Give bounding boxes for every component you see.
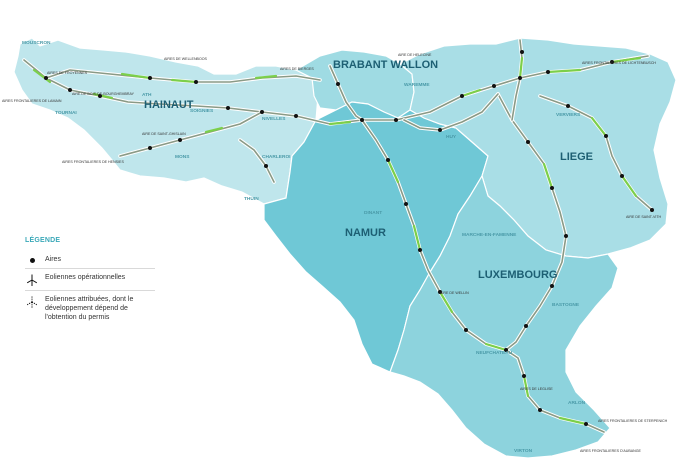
aire-marker <box>98 94 102 98</box>
aire-label: AIRE DE HELECINE <box>398 53 432 57</box>
motorway-e42-liege-namur <box>403 93 499 131</box>
province-label-liege: LIEGE <box>560 151 593 163</box>
region-label: VERVIERS <box>556 112 581 118</box>
aire-label: AIRES DE WELLENBOOS <box>164 57 208 61</box>
region-label: ARLON <box>568 400 586 406</box>
aire-label: AIRES FRONTALIERES DE LICHTENBUSCH <box>582 61 656 65</box>
region-label: THUIN <box>244 196 259 202</box>
region-label: TOURNAI <box>55 110 77 116</box>
wind-turbine-icon <box>26 274 38 286</box>
aire-marker <box>566 104 570 108</box>
aire-labels: AIRES DE FROYENNES AIRES FRONTALIERES DE… <box>2 53 668 453</box>
legend-label: Aires <box>45 256 61 263</box>
aire-marker <box>386 158 390 162</box>
aire-marker <box>610 60 614 64</box>
aire-label: AIRES DE FROYENNES <box>47 71 88 75</box>
region-label: MOUSCRON <box>22 40 51 46</box>
aire-marker <box>584 422 588 426</box>
aire-label: AIRE DE SAINT-VITH <box>626 215 662 219</box>
aire-marker <box>460 94 464 98</box>
aire-marker <box>260 110 264 114</box>
aire-marker <box>226 106 230 110</box>
aire-marker <box>418 248 422 252</box>
aire-marker <box>264 164 268 168</box>
aire-label: AIRES FRONTALIERES DE HENSIES <box>62 160 124 164</box>
region-label: NIVELLES <box>262 116 286 122</box>
aire-marker <box>522 374 526 378</box>
region-label: VIRTON <box>514 448 533 454</box>
aire-marker <box>550 186 554 190</box>
province-label-namur: NAMUR <box>345 227 386 239</box>
region-label: NEUFCHATEAU <box>476 350 513 356</box>
region-label: WAREMME <box>404 82 430 88</box>
region-labels: MOUSCRON TOURNAI ATH SOIGNIES NIVELLES M… <box>22 40 586 454</box>
province-label-brabant-wallon: BRABANT WALLON <box>333 59 438 71</box>
motorway-e411-south <box>361 119 605 433</box>
aire-marker <box>68 88 72 92</box>
region-label: CHARLEROI <box>262 154 291 160</box>
region-label: BASTOGNE <box>552 302 580 308</box>
aire-marker <box>294 114 298 118</box>
region-label: SOIGNIES <box>190 108 214 114</box>
aire-marker <box>620 174 624 178</box>
aire-label: AIRE DE BOIS-DE-BOURGHEMBRAY <box>72 92 135 96</box>
legend-item-eoliennes-operationnelles: Eoliennes opérationnelles <box>25 269 155 291</box>
legend-label: Eoliennes opérationnelles <box>45 274 126 281</box>
aire-marker <box>538 408 542 412</box>
province-label-luxembourg: LUXEMBOURG <box>478 269 557 281</box>
region-label: MARCHE-EN-FAMENNE <box>462 232 517 238</box>
aire-label: AIRES DE LEGLISE <box>520 387 553 391</box>
motorway-e19-mons <box>119 111 263 157</box>
aire-marker <box>148 76 152 80</box>
aire-marker <box>148 146 152 150</box>
aire-marker <box>518 76 522 80</box>
aire-label: AIRES FRONTALIERES DE STERPENICH <box>598 419 668 423</box>
aire-label: AIRES FRONTALIERES DE LAMAIN <box>2 99 62 103</box>
region-label: ATH <box>142 92 152 98</box>
aire-label: AIRE DE SAINT-GHISLAIN <box>142 132 186 136</box>
aire-marker <box>438 290 442 294</box>
aire-marker <box>44 76 48 80</box>
aire-marker <box>526 140 530 144</box>
aire-marker <box>650 208 654 212</box>
aire-marker <box>520 50 524 54</box>
aire-marker <box>604 134 608 138</box>
aire-label: AIRE DE WELLIN <box>440 291 469 295</box>
aire-marker <box>546 70 550 74</box>
region-label: HUY <box>446 134 457 140</box>
province-label-hainaut: HAINAUT <box>144 99 194 111</box>
aire-marker <box>360 118 364 122</box>
aire-label: AIRES FRONTALIERES D'AUBANGE <box>580 449 642 453</box>
dot-icon <box>29 258 35 263</box>
aire-marker <box>550 284 554 288</box>
aire-marker <box>404 202 408 206</box>
province-luxembourg-shape <box>389 174 619 459</box>
motorway-e411-north <box>329 65 363 121</box>
legend: LÉGENDE Aires Eoliennes opérationnelles … <box>25 237 155 326</box>
aire-marker <box>394 118 398 122</box>
aires-markers <box>44 50 654 426</box>
region-label: DINANT <box>364 210 382 216</box>
aire-marker <box>464 328 468 332</box>
region-label: MONS <box>175 154 190 160</box>
aire-marker <box>336 82 340 86</box>
aire-marker <box>194 80 198 84</box>
legend-title: LÉGENDE <box>25 237 61 244</box>
legend-item-aires: Aires <box>25 251 155 269</box>
aire-marker <box>492 84 496 88</box>
motorway-charleroi-south <box>239 139 275 183</box>
wind-turbine-dashed-icon <box>26 296 38 308</box>
aire-marker <box>504 348 508 352</box>
aire-marker <box>178 138 182 142</box>
wind-corridors <box>32 56 642 426</box>
aire-marker <box>438 128 442 132</box>
legend-item-eoliennes-attribuees: Eoliennes attribuées, dont le développem… <box>25 291 155 326</box>
legend-label: Eoliennes attribuées, dont le développem… <box>45 296 134 321</box>
aire-label: AIRES DE BIERGES <box>280 67 314 71</box>
aire-marker <box>564 234 568 238</box>
aire-marker <box>524 324 528 328</box>
